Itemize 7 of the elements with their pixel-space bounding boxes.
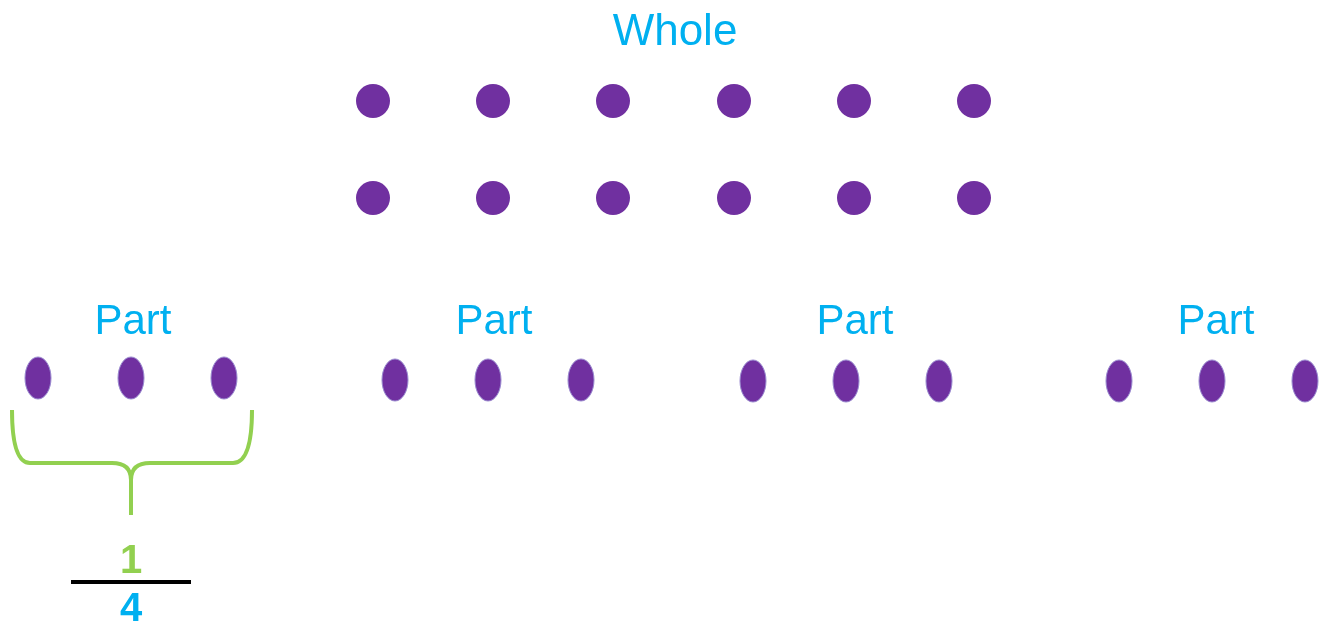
part-label: Part	[455, 299, 533, 341]
part-label: Part	[1177, 299, 1255, 341]
numerator: 1	[119, 539, 143, 579]
part-label: Part	[816, 299, 894, 341]
denominator: 4	[119, 587, 143, 625]
title-label: Whole	[612, 8, 738, 52]
part-label: Part	[94, 299, 172, 341]
